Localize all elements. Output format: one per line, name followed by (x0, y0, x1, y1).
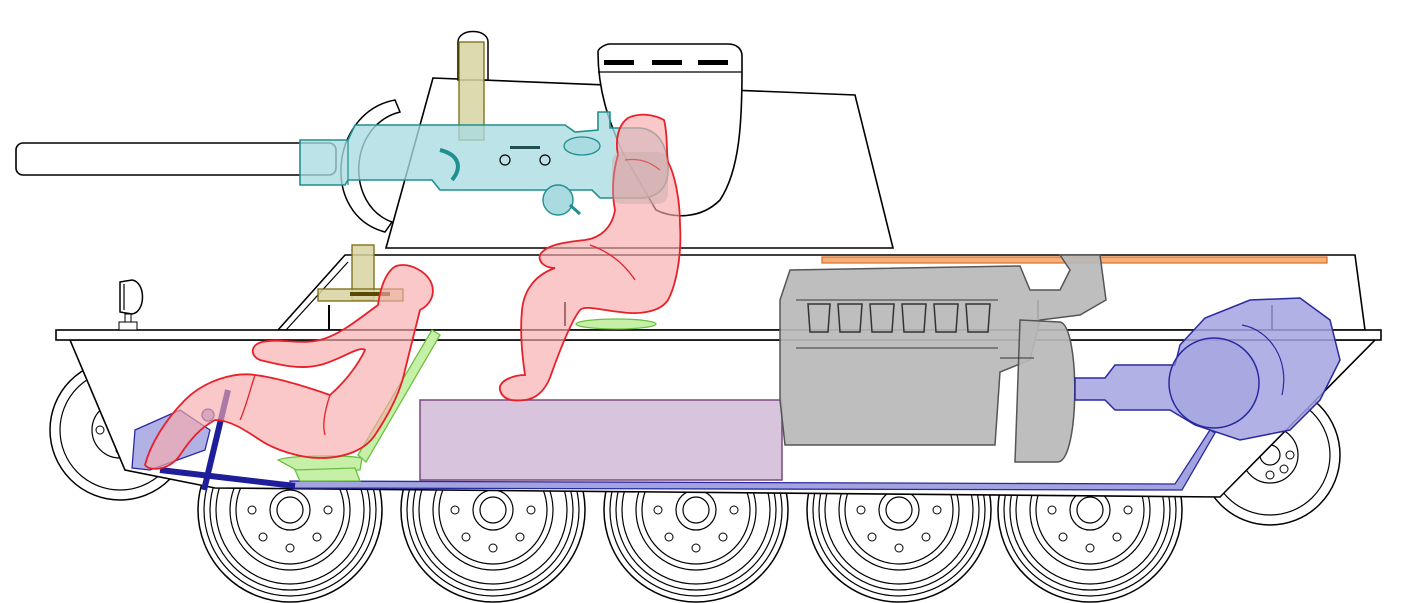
gun-barrel (15, 142, 337, 176)
headlight-icon (118, 279, 144, 331)
gun-breech (299, 111, 669, 216)
fender (55, 329, 1382, 341)
ammo-stowage-box (419, 399, 783, 481)
glacis-inner-line (285, 261, 349, 331)
turret-periscope (457, 30, 489, 141)
gunner-crew-figure (499, 113, 682, 402)
driver-crew-figure (144, 264, 434, 470)
gunner-seat (575, 318, 657, 330)
transmission (1074, 297, 1341, 441)
